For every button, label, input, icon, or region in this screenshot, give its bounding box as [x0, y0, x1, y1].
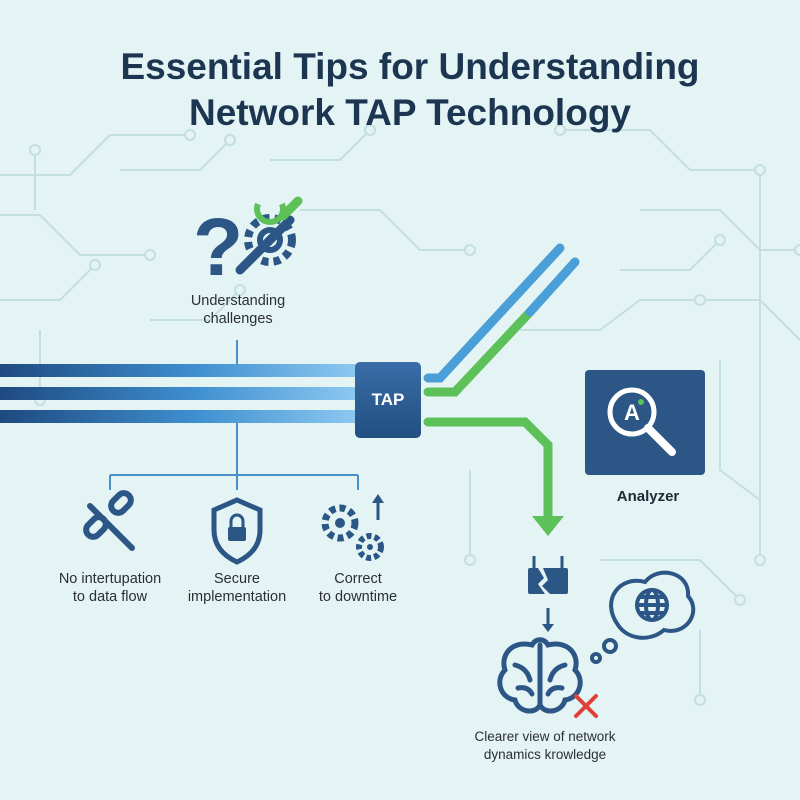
globe-thought-icon — [590, 570, 696, 664]
small-down-arrow-icon — [542, 608, 554, 632]
top-node-label-line-2: challenges — [203, 311, 273, 327]
tip-2-label: Secure implementation — [167, 570, 307, 606]
tip-2-line-2: implementation — [187, 589, 287, 605]
outcome-label: Clearer view of network dynamics krowled… — [460, 728, 630, 764]
tip-1-line-1: No intertupation — [58, 571, 162, 587]
down-arrow-icon — [532, 516, 564, 536]
broken-link-icon — [83, 490, 135, 551]
tip-3-label: Correct to downtime — [288, 570, 428, 606]
top-node-label: Understanding challenges — [168, 292, 308, 328]
outcome-line-1: Clearer view of network — [474, 729, 616, 744]
tip-3-line-1: Correct — [334, 571, 382, 587]
svg-text:?: ? — [193, 202, 243, 293]
analyzer-label: Analyzer — [616, 488, 680, 505]
brain-icon — [497, 637, 583, 714]
analyzer-device[interactable]: A — [585, 370, 705, 475]
top-node-label-line-1: Understanding — [190, 293, 286, 309]
shield-lock-icon — [211, 497, 263, 565]
question-gear-wrench-icon: ? — [193, 196, 303, 293]
title-line-2: Network TAP Technology — [189, 92, 631, 133]
network-device-icon — [528, 556, 568, 594]
tap-outputs — [423, 243, 580, 523]
tip-3-line-2: to downtime — [318, 589, 398, 605]
title-line-1: Essential Tips for Understanding — [120, 46, 700, 87]
svg-text:A: A — [624, 400, 640, 425]
tree-connectors — [109, 340, 359, 490]
tap-label: TAP — [371, 390, 405, 409]
gears-arrow-icon — [321, 494, 384, 561]
tip-1-label: No intertupation to data flow — [40, 570, 180, 606]
tip-2-line-1: Secure — [214, 571, 260, 587]
page-title: Essential Tips for Understanding Network… — [0, 44, 800, 136]
network-cables — [0, 364, 356, 423]
x-mark-icon — [574, 694, 598, 718]
outcome-line-2: dynamics krowledge — [483, 747, 607, 762]
tip-1-line-2: to data flow — [72, 589, 148, 605]
tap-device[interactable] — [355, 362, 421, 438]
